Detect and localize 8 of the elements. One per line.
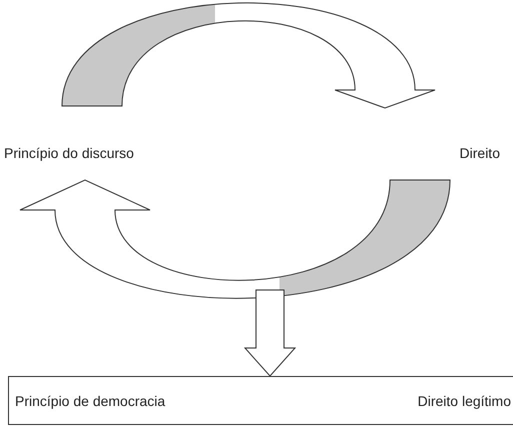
block-arrow [62,2,436,108]
node-label: Direito legítimo [418,392,511,410]
result-box [8,376,513,425]
node-label: Direito [460,144,500,162]
node-label: Princípio do discurso [4,144,134,162]
block-arrow [20,180,450,298]
node-label: Princípio de democracia [15,392,166,410]
block-arrow [244,290,296,377]
